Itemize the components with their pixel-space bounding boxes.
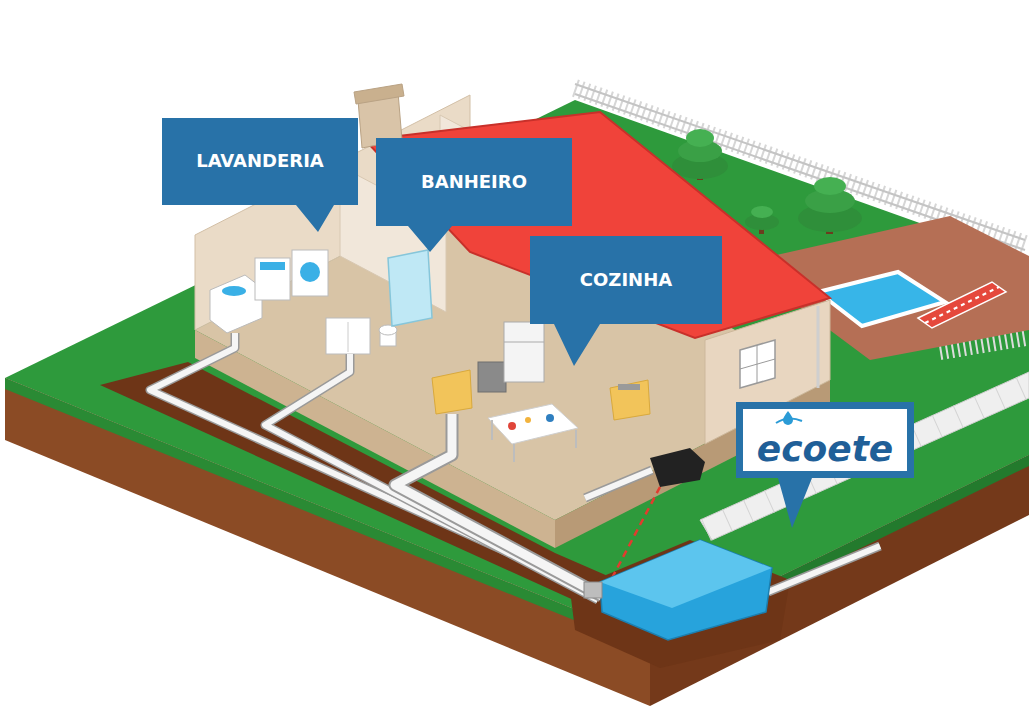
pipe-outline — [395, 414, 602, 596]
table-leg — [491, 420, 493, 440]
treatment-tank — [600, 540, 772, 640]
toilet-seat — [379, 325, 397, 335]
deck-chair-stripe — [925, 287, 999, 323]
callout-shape — [162, 118, 358, 234]
tree — [751, 206, 773, 218]
pipe — [395, 414, 602, 596]
pipe-outline — [768, 546, 880, 592]
logo-panel — [743, 409, 907, 471]
grease-box — [650, 448, 705, 487]
washing-machine — [255, 258, 290, 300]
callout-outline — [162, 118, 358, 232]
table — [488, 404, 578, 444]
pipe-outline — [585, 470, 652, 498]
table-leg — [575, 430, 577, 448]
room-callout: LAVANDERIA — [162, 118, 358, 205]
treatment-tank-top — [600, 540, 772, 608]
callout-outline — [376, 138, 572, 252]
plate — [525, 417, 531, 423]
room-callout: BANHEIRO — [376, 138, 572, 226]
room-label: COZINHA — [580, 269, 672, 292]
shower-box — [388, 250, 432, 326]
room-callout: COZINHA — [530, 236, 722, 324]
tree — [814, 177, 846, 195]
callout-outline — [530, 236, 722, 366]
downpipe — [817, 306, 820, 388]
callout-shape — [530, 236, 722, 368]
plate — [508, 422, 516, 430]
room-label: LAVANDERIA — [196, 150, 324, 173]
fridge — [504, 322, 544, 382]
logo-callout: ecoete — [736, 402, 914, 478]
chimney-cap — [354, 84, 404, 104]
kitchen-sink — [618, 384, 640, 390]
kitchen-counter — [432, 370, 472, 414]
tank-pit — [570, 540, 790, 668]
table-leg — [513, 444, 515, 462]
washer-door — [300, 262, 320, 282]
washing-machine — [292, 250, 328, 296]
logo-swoosh — [776, 418, 802, 423]
pipe — [768, 546, 880, 592]
deck-chair — [918, 282, 1006, 328]
bathroom-vanity — [326, 318, 370, 354]
window — [740, 340, 775, 388]
pipe — [585, 470, 652, 498]
fridge-divider — [504, 342, 544, 343]
sink-water — [222, 286, 246, 296]
plate — [546, 414, 554, 422]
sidewalk — [700, 372, 1029, 540]
tree — [686, 129, 714, 147]
kitchen-counter — [610, 380, 650, 420]
washer-basin — [260, 262, 285, 270]
room-label: BANHEIRO — [421, 171, 527, 194]
vanity-door — [348, 322, 349, 352]
tank-inlet — [584, 582, 602, 598]
callout-outline — [736, 402, 914, 528]
laundry-sink — [210, 275, 262, 333]
stove — [478, 362, 506, 392]
sidewalk-joints — [706, 385, 1029, 530]
window-bar — [740, 359, 775, 369]
brand-name: ecoete — [757, 428, 894, 469]
